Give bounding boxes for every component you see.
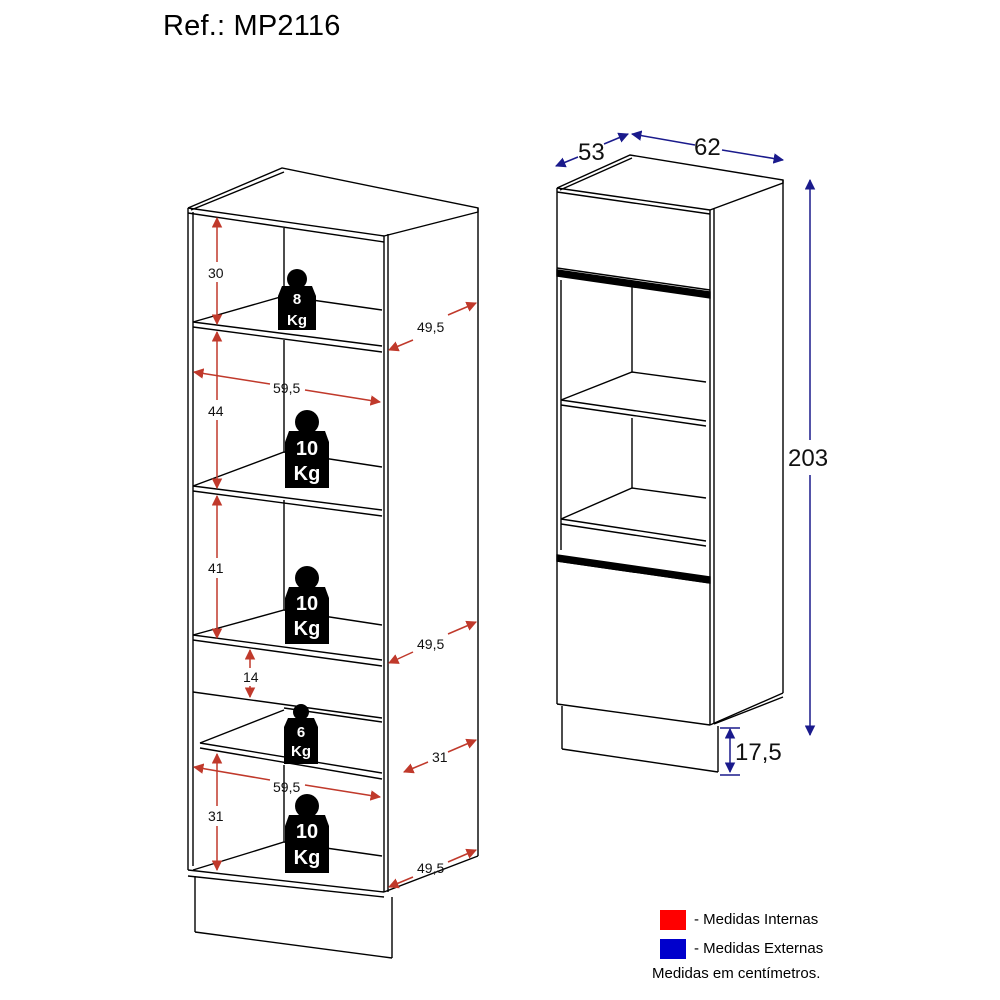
svg-text:10: 10 <box>296 821 318 843</box>
weight-icon: 10 Kg <box>285 566 329 644</box>
svg-text:Kg: Kg <box>294 618 321 640</box>
height-label: 30 <box>208 265 224 281</box>
depth-label: 49,5 <box>417 319 444 335</box>
weight-icon: 8 Kg <box>278 269 316 330</box>
height-label: 41 <box>208 560 224 576</box>
weight-icon: 10 Kg <box>285 794 329 873</box>
depth-label: 31 <box>432 749 448 765</box>
svg-text:Kg: Kg <box>294 847 321 869</box>
base-height-label: 17,5 <box>735 739 782 766</box>
height-label: 14 <box>243 669 259 685</box>
depth-label: 49,5 <box>417 636 444 652</box>
height-label: 44 <box>208 403 224 419</box>
svg-text:8: 8 <box>293 291 301 308</box>
internal-cabinet <box>187 167 479 959</box>
legend-item-internal: - Medidas Internas <box>660 905 823 934</box>
internal-dimension-labels: 30 44 41 14 31 59,5 59,5 49,5 49,5 31 49… <box>208 265 448 876</box>
external-dimension-arrows <box>555 130 816 776</box>
external-cabinet <box>556 154 784 773</box>
weight-icon: 6 Kg <box>284 704 318 764</box>
product-reference: Ref.: MP2116 <box>163 10 341 42</box>
svg-text:10: 10 <box>296 593 318 615</box>
depth-label: 53 <box>578 139 605 166</box>
height-label: 203 <box>788 445 828 472</box>
svg-text:6: 6 <box>297 724 305 741</box>
width-label: 59,5 <box>273 779 300 795</box>
internal-dimension-arrows <box>192 216 477 889</box>
units-note: Medidas em centímetros. <box>652 965 821 982</box>
svg-text:Kg: Kg <box>294 463 321 485</box>
svg-text:10: 10 <box>296 438 318 460</box>
legend: - Medidas Internas - Medidas Externas <box>660 905 823 963</box>
external-dimension-labels: 53 62 203 17,5 <box>578 134 828 766</box>
svg-text:Kg: Kg <box>291 743 311 760</box>
width-label: 59,5 <box>273 380 300 396</box>
width-label: 62 <box>694 134 721 161</box>
legend-item-external: - Medidas Externas <box>660 934 823 963</box>
svg-text:Kg: Kg <box>287 312 307 329</box>
height-label: 31 <box>208 808 224 824</box>
weight-icon: 10 Kg <box>285 410 329 488</box>
red-swatch <box>660 909 686 930</box>
depth-label: 49,5 <box>417 860 444 876</box>
blue-swatch <box>660 938 686 959</box>
